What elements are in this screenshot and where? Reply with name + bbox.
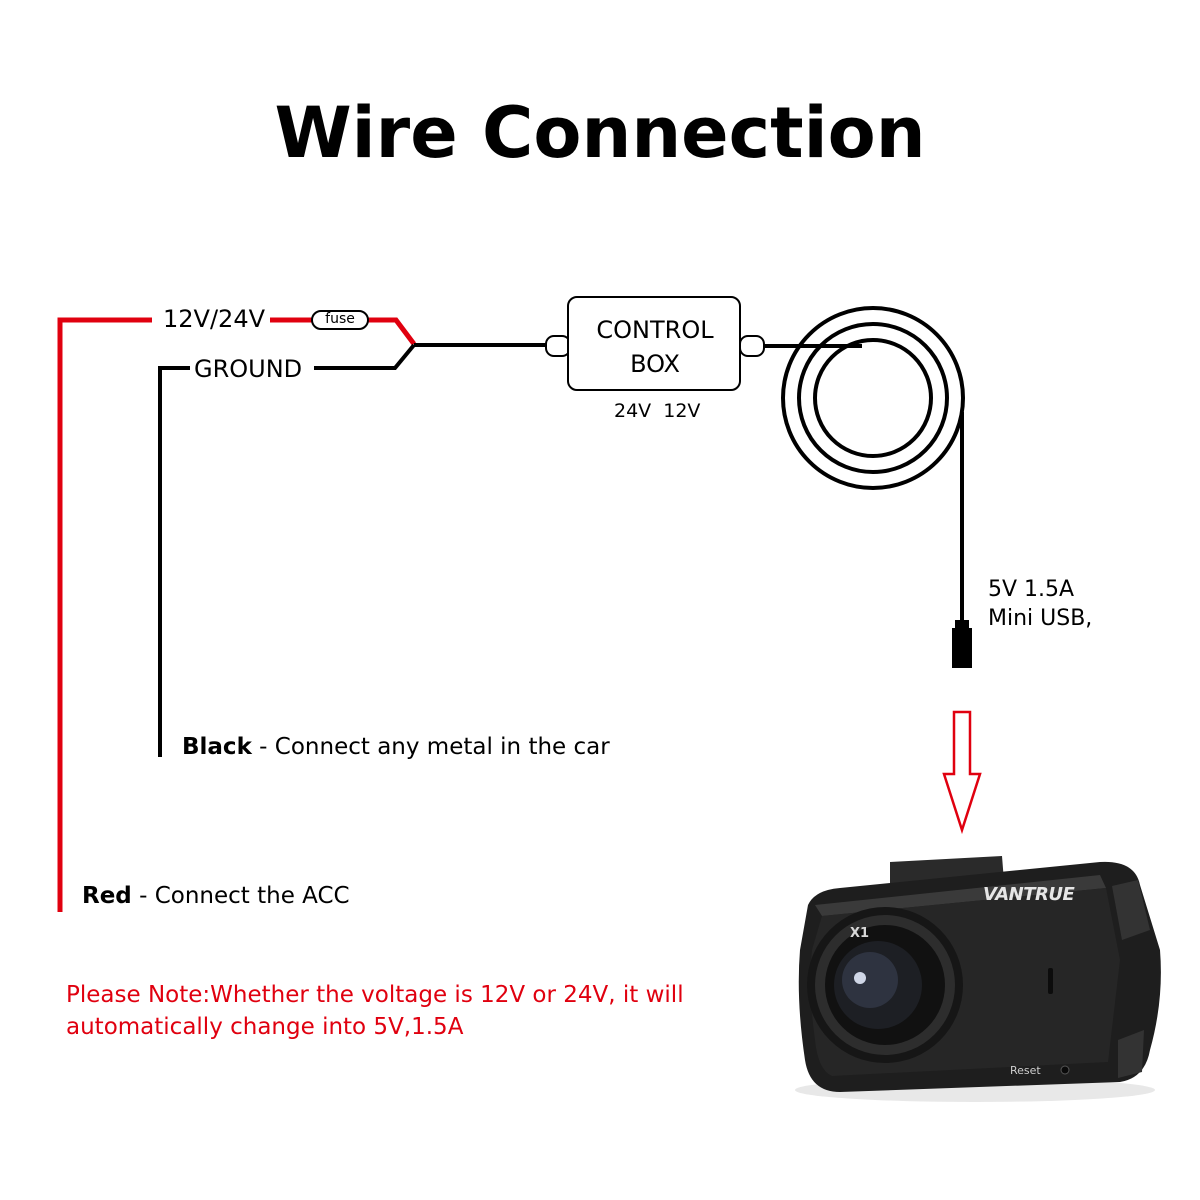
red-wire-note: Red - Connect the ACC	[82, 883, 350, 909]
usb-spec-line1: 5V 1.5A	[988, 577, 1075, 602]
black-wire	[158, 343, 548, 757]
dash-camera-icon	[795, 856, 1161, 1102]
black-wire-note: Black - Connect any metal in the car	[182, 734, 610, 760]
fuse-icon	[311, 310, 369, 330]
coiled-cable-icon	[781, 306, 965, 622]
ground-label: GROUND	[194, 355, 303, 383]
camera-brand-logo: VANTRUE	[983, 884, 1075, 905]
control-box-label-line2: BOX	[630, 350, 680, 378]
camera-model-label: X1	[850, 926, 870, 941]
voltage-note-line1: Please Note:Whether the voltage is 12V o…	[66, 982, 684, 1008]
red-wire	[57, 317, 416, 912]
mini-usb-plug-icon	[952, 620, 972, 668]
voltage-note-line2: automatically change into 5V,1.5A	[66, 1014, 464, 1040]
usb-spec-line2: Mini USB,	[988, 606, 1093, 631]
black-wire-color-word: Black	[182, 734, 252, 760]
control-box-label-line1: CONTROL	[596, 316, 714, 344]
down-arrow-icon	[942, 710, 982, 835]
control-box-voltage-label: 24V 12V	[614, 400, 701, 422]
fuse-label: fuse	[325, 311, 355, 327]
voltage-note: Please Note:Whether the voltage is 12V o…	[66, 979, 684, 1043]
camera-reset-label: Reset	[1010, 1064, 1041, 1077]
red-wire-color-word: Red	[82, 883, 132, 909]
red-wire-description: - Connect the ACC	[131, 883, 350, 909]
power-voltage-label: 12V/24V	[163, 305, 265, 333]
page-title: Wire Connection	[274, 92, 926, 174]
black-wire-description: - Connect any metal in the car	[251, 734, 610, 760]
